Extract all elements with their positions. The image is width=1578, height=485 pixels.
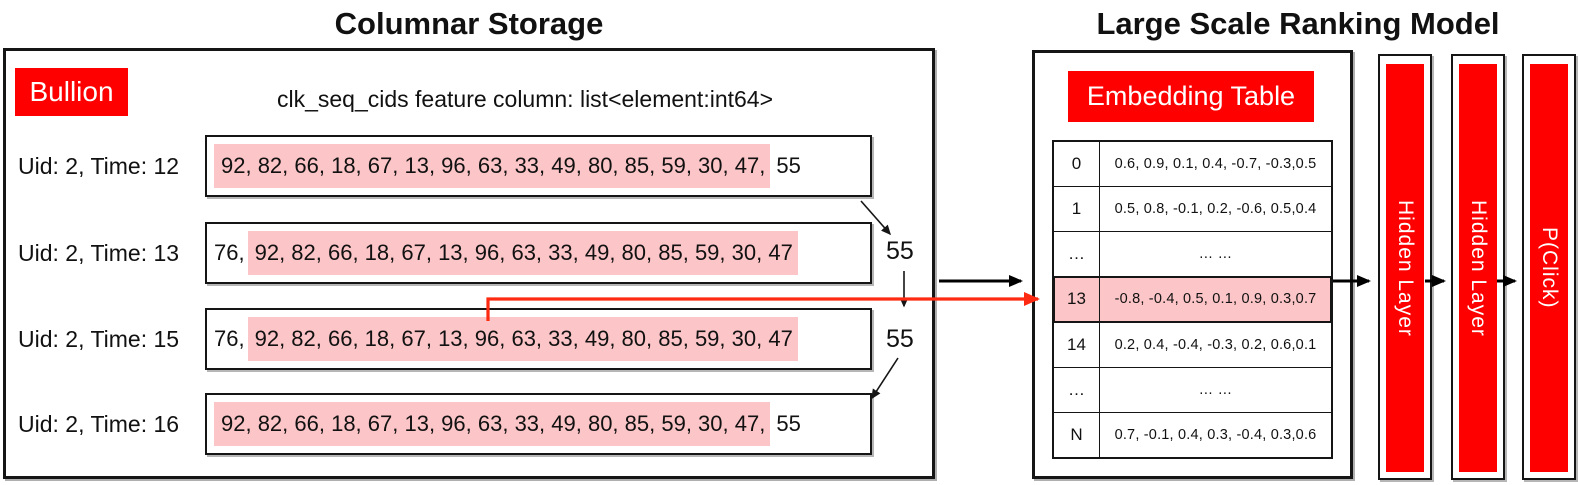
hidden-layer-2-bar: Hidden Layer bbox=[1459, 64, 1497, 472]
row-vector-cell: 0.2, 0.4, -0.4, -0.3, 0.2, 0.6,0.1 bbox=[1114, 336, 1317, 353]
row-id-cell: 1 bbox=[1054, 187, 1100, 232]
highlighted-cid-sequence: 92, 82, 66, 18, 67, 13, 96, 63, 33, 49, … bbox=[247, 317, 798, 361]
row-label-time-12: Uid: 2, Time: 12 bbox=[18, 152, 180, 179]
pclick-box: P(Click) bbox=[1522, 54, 1576, 480]
embedding-row-N: N 0.7, -0.1, 0.4, 0.3, -0.4, 0.3,0.6 bbox=[1054, 411, 1331, 457]
highlighted-cid-sequence: 92, 82, 66, 18, 67, 13, 96, 63, 33, 49, … bbox=[214, 144, 771, 188]
pclick-bar: P(Click) bbox=[1530, 64, 1568, 472]
embedding-row-1: 1 0.5, 0.8, -0.1, 0.2, -0.6, 0.5,0.4 bbox=[1054, 186, 1331, 232]
hidden-layer-1-box: Hidden Layer bbox=[1378, 54, 1432, 480]
hidden-layer-2-label: Hidden Layer bbox=[1467, 199, 1490, 337]
row-id-cell: 14 bbox=[1054, 322, 1100, 367]
row-id-cell: 0 bbox=[1054, 142, 1100, 187]
row-vector-cell: -0.8, -0.4, 0.5, 0.1, 0.9, 0.3,0.7 bbox=[1114, 291, 1317, 308]
record-row-time-12: 92, 82, 66, 18, 67, 13, 96, 63, 33, 49, … bbox=[205, 135, 872, 197]
unhighlighted-cid: 55 bbox=[776, 153, 801, 178]
highlighted-cid-sequence: 92, 82, 66, 18, 67, 13, 96, 63, 33, 49, … bbox=[214, 402, 771, 446]
row-id-cell: N bbox=[1054, 412, 1100, 457]
row-vector-cell: 0.7, -0.1, 0.4, 0.3, -0.4, 0.3,0.6 bbox=[1114, 426, 1317, 443]
row-id-cell: … bbox=[1054, 367, 1100, 412]
row-id-cell: 13 bbox=[1054, 277, 1100, 322]
row-id-cell: … bbox=[1054, 232, 1100, 277]
highlighted-cid-sequence: 92, 82, 66, 18, 67, 13, 96, 63, 33, 49, … bbox=[247, 231, 798, 275]
embedding-table-badge: Embedding Table bbox=[1068, 71, 1314, 122]
record-row-time-15: 76,92, 82, 66, 18, 67, 13, 96, 63, 33, 4… bbox=[205, 308, 872, 370]
spill-value-55-upper: 55 bbox=[886, 237, 914, 265]
spill-value-55-lower: 55 bbox=[886, 325, 914, 353]
pclick-label: P(Click) bbox=[1538, 227, 1561, 309]
embedding-table: 0 0.6, 0.9, 0.1, 0.4, -0.7, -0.3,0.5 1 0… bbox=[1052, 140, 1333, 459]
bullion-badge: Bullion bbox=[15, 68, 128, 116]
row-vector-cell: … … bbox=[1198, 246, 1233, 263]
hidden-layer-1-bar: Hidden Layer bbox=[1386, 64, 1424, 472]
embedding-row-0: 0 0.6, 0.9, 0.1, 0.4, -0.7, -0.3,0.5 bbox=[1054, 142, 1331, 187]
row-label-time-13: Uid: 2, Time: 13 bbox=[18, 239, 180, 266]
row-vector-cell: … … bbox=[1198, 381, 1233, 398]
unhighlighted-cid: 76, bbox=[214, 240, 245, 265]
columnar-storage-title: Columnar Storage bbox=[334, 6, 604, 41]
embedding-row-14: 14 0.2, 0.4, -0.4, -0.3, 0.2, 0.6,0.1 bbox=[1054, 321, 1331, 367]
row-label-time-16: Uid: 2, Time: 16 bbox=[18, 410, 180, 437]
ranking-model-title: Large Scale Ranking Model bbox=[1096, 6, 1500, 41]
embedding-row-ellipsis-upper: … … … bbox=[1054, 231, 1331, 277]
embedding-row-ellipsis-lower: … … … bbox=[1054, 366, 1331, 412]
unhighlighted-cid: 55 bbox=[776, 411, 801, 436]
hidden-layer-2-box: Hidden Layer bbox=[1451, 54, 1505, 480]
hidden-layer-1-label: Hidden Layer bbox=[1394, 199, 1417, 337]
row-label-time-15: Uid: 2, Time: 15 bbox=[18, 325, 180, 352]
unhighlighted-cid: 76, bbox=[214, 326, 245, 351]
row-vector-cell: 0.5, 0.8, -0.1, 0.2, -0.6, 0.5,0.4 bbox=[1114, 201, 1317, 218]
feature-column-header: clk_seq_cids feature column: list<elemen… bbox=[276, 86, 774, 112]
record-row-time-13: 76,92, 82, 66, 18, 67, 13, 96, 63, 33, 4… bbox=[205, 222, 872, 284]
row-vector-cell: 0.6, 0.9, 0.1, 0.4, -0.7, -0.3,0.5 bbox=[1114, 156, 1317, 173]
record-row-time-16: 92, 82, 66, 18, 67, 13, 96, 63, 33, 49, … bbox=[205, 393, 872, 455]
embedding-row-13-highlighted: 13 -0.8, -0.4, 0.5, 0.1, 0.9, 0.3,0.7 bbox=[1054, 276, 1331, 322]
